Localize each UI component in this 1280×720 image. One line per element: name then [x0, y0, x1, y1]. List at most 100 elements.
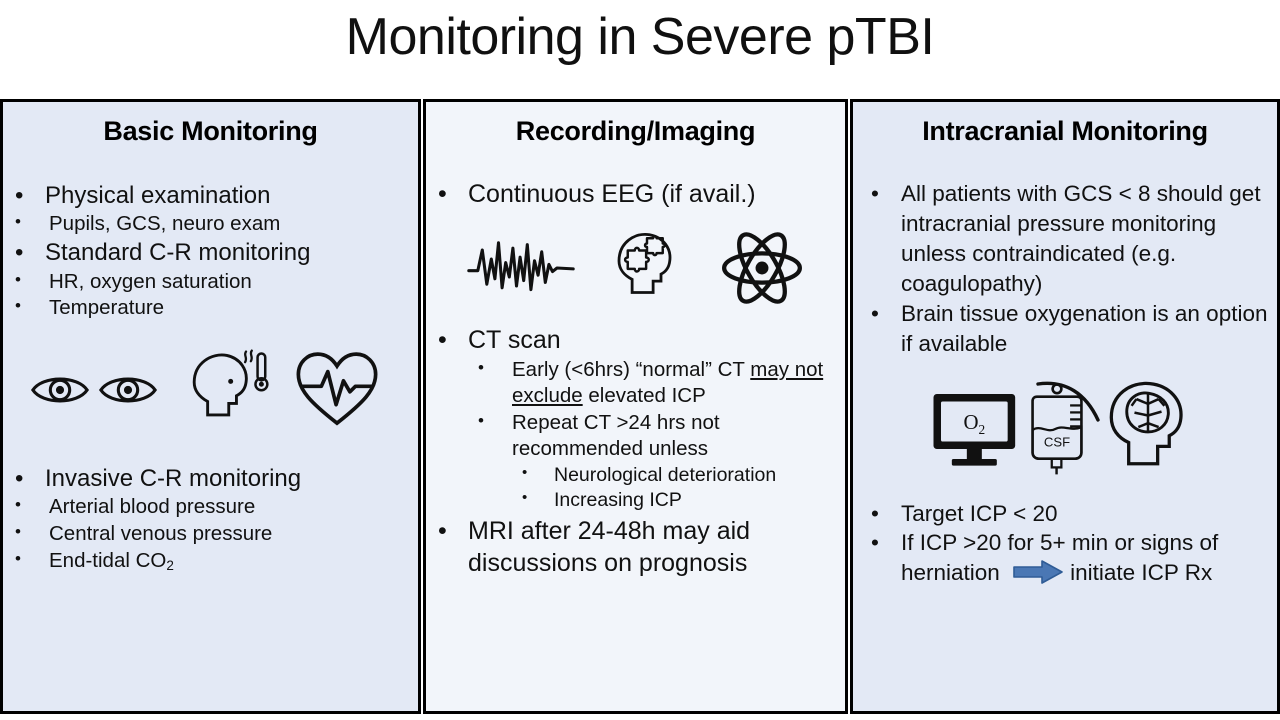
list-item: • End-tidal CO2 — [11, 548, 410, 575]
ct-early-text-underlined: may not exclude — [512, 357, 824, 408]
list-item-label: Continuous EEG (if avail.) — [468, 180, 756, 208]
icp-rx-text-before: If ICP >20 for 5+ min or signs of hernia… — [901, 530, 1219, 586]
list-item-label: Arterial blood pressure — [49, 495, 256, 519]
panel-header-basic-monitoring: Basic Monitoring — [103, 116, 318, 146]
panel-body-basic-monitoring: • Physical examination • Pupils, GCS, ne… — [3, 181, 418, 574]
list-item: • Target ICP < 20 — [867, 499, 1269, 529]
list-item: • Repeat CT >24 hrs not recommended unle… — [474, 410, 837, 463]
head-puzzle-brain-icon — [605, 223, 689, 313]
bullet-list-level1-col1-c: • Invasive C-R monitoring — [11, 464, 410, 494]
list-item: • All patients with GCS < 8 should get i… — [867, 179, 1269, 299]
list-item-label: End-tidal CO2 — [49, 548, 410, 575]
panel-basic-monitoring: Basic Monitoring • Physical examination … — [0, 99, 421, 714]
bullet-list-level3-col2: • Neurological deterioration • Increasin… — [518, 463, 837, 514]
bullet-marker: • — [438, 516, 447, 545]
end-tidal-co2-text: End-tidal CO — [49, 548, 167, 572]
icp-rx-text-after: initiate ICP Rx — [1070, 560, 1213, 586]
head-thermometer-icon — [175, 342, 271, 438]
panel-header-intracranial-monitoring: Intracranial Monitoring — [922, 116, 1208, 146]
catheter-tubing-icon — [1032, 376, 1112, 436]
csf-drainage-bag-icon: CSF — [1026, 381, 1088, 477]
page-title: Monitoring in Severe pTBI — [345, 8, 935, 66]
list-item: • If ICP >20 for 5+ min or signs of hern… — [867, 528, 1269, 593]
ct-early-text-after: elevated ICP — [582, 384, 706, 408]
bullet-marker: • — [522, 489, 528, 507]
list-item-label: Physical examination — [45, 182, 271, 209]
right-arrow-icon — [1012, 559, 1064, 593]
list-item: • Increasing ICP — [518, 488, 837, 513]
heart-pulse-icon — [291, 344, 383, 436]
bullet-marker: • — [15, 182, 24, 209]
list-item-label: If ICP >20 for 5+ min or signs of hernia… — [901, 528, 1269, 593]
bullet-marker: • — [15, 495, 21, 515]
bullet-marker: • — [522, 464, 528, 482]
atom-icon — [719, 225, 805, 311]
list-item: • Invasive C-R monitoring — [11, 464, 410, 494]
panel-body-recording-imaging: • Continuous EEG (if avail.) — [426, 179, 845, 579]
bullet-list-level1-col2-c: • MRI after 24-48h may aid discussions o… — [434, 516, 837, 580]
bullet-list-level1-col3-b: • Target ICP < 20 • If ICP >20 for 5+ mi… — [867, 499, 1269, 594]
list-item-label: Pupils, GCS, neuro exam — [49, 212, 281, 236]
bullet-list-level2-col1-c: • Arterial blood pressure • Central veno… — [11, 494, 410, 574]
eye-icon — [29, 359, 91, 421]
list-item: • HR, oxygen saturation — [11, 269, 410, 296]
bullet-list-level2-col1-a: • Pupils, GCS, neuro exam — [11, 211, 410, 238]
list-item: • Arterial blood pressure — [11, 494, 410, 521]
list-item-label: Repeat CT >24 hrs not recommended unless — [512, 410, 720, 461]
bullet-list-level1-col1-b: • Standard C-R monitoring — [11, 238, 410, 268]
bullet-marker: • — [15, 464, 24, 492]
bullet-marker: • — [15, 239, 24, 267]
list-item-label: Temperature — [49, 296, 165, 320]
bullet-marker: • — [871, 181, 879, 206]
list-item: • Physical examination — [11, 181, 410, 211]
panel-header-recording-imaging: Recording/Imaging — [515, 116, 756, 146]
list-item-label: Target ICP < 20 — [901, 500, 1058, 526]
bullet-marker: • — [871, 530, 879, 556]
list-item-label: Early (<6hrs) “normal” CT may not exclud… — [512, 357, 837, 410]
bullet-list-level2-col2: • Early (<6hrs) “normal” CT may not excl… — [474, 357, 837, 464]
bullet-list-level1-col3: • All patients with GCS < 8 should get i… — [867, 179, 1269, 359]
bullet-marker: • — [438, 180, 447, 208]
o2-monitor-icon: O 2 — [930, 389, 1022, 469]
bullet-list-level1-col2: • Continuous EEG (if avail.) — [434, 179, 837, 211]
list-item: • CT scan — [434, 325, 837, 357]
bullet-marker: • — [478, 357, 484, 377]
bullet-list-level2-col1-b: • HR, oxygen saturation • Temperature — [11, 269, 410, 322]
list-item: • Central venous pressure — [11, 521, 410, 548]
list-item-label: CT scan — [468, 325, 561, 354]
list-item: • Temperature — [11, 295, 410, 322]
columns-container: Basic Monitoring • Physical examination … — [0, 99, 1280, 714]
list-item: • Brain tissue oxygenation is an option … — [867, 299, 1269, 359]
bullet-list-level1-col2-b: • CT scan — [434, 325, 837, 357]
icon-row-intracranial-monitoring: O 2 — [861, 373, 1269, 485]
bullet-marker: • — [15, 296, 21, 316]
csf-bag-label: CSF — [1044, 434, 1070, 449]
o2-monitor-label: O — [964, 410, 979, 434]
bullet-marker: • — [15, 212, 21, 232]
list-item-label: HR, oxygen saturation — [49, 269, 252, 293]
bullet-list-level1-col1: • Physical examination — [11, 181, 410, 211]
list-item: • Pupils, GCS, neuro exam — [11, 211, 410, 238]
list-item-label: All patients with GCS < 8 should get int… — [901, 181, 1261, 296]
list-item-label: Central venous pressure — [49, 521, 273, 545]
icon-row-basic-monitoring — [11, 342, 410, 438]
list-item-label: MRI after 24-48h may aid discussions on … — [468, 516, 751, 577]
list-item-label: Standard C-R monitoring — [45, 239, 311, 267]
co2-subscript: 2 — [166, 557, 174, 573]
icon-row-recording-imaging — [434, 223, 837, 313]
list-item: • MRI after 24-48h may aid discussions o… — [434, 516, 837, 580]
eye-icon — [97, 359, 159, 421]
bullet-marker: • — [871, 500, 879, 526]
bullet-marker: • — [15, 521, 21, 541]
panel-recording-imaging: Recording/Imaging • Continuous EEG (if a… — [423, 99, 848, 714]
list-item: • Standard C-R monitoring — [11, 238, 410, 268]
panel-intracranial-monitoring: Intracranial Monitoring • All patients w… — [850, 99, 1280, 714]
list-item-label: Brain tissue oxygenation is an option if… — [901, 300, 1268, 356]
bullet-marker: • — [15, 269, 21, 289]
list-item: • Continuous EEG (if avail.) — [434, 179, 837, 211]
o2-monitor-sublabel: 2 — [979, 422, 986, 437]
bullet-marker: • — [438, 325, 447, 354]
bullet-marker: • — [871, 300, 879, 326]
panel-body-intracranial-monitoring: • All patients with GCS < 8 should get i… — [853, 179, 1277, 593]
